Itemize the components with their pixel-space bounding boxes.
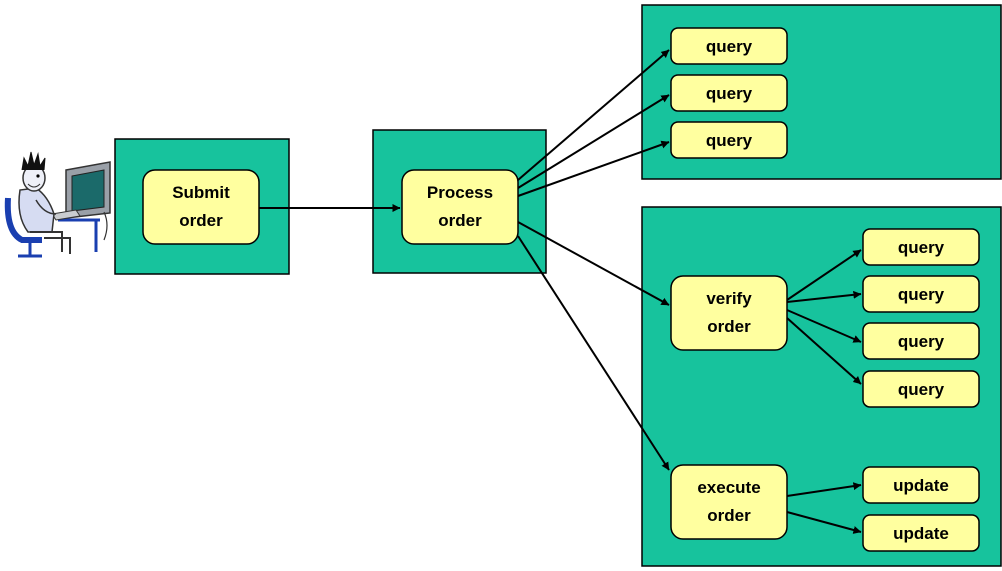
query-label: query — [706, 84, 753, 103]
query-label: query — [898, 380, 945, 399]
execute-order-node: execute order — [670, 464, 788, 540]
arrow-process-to-query — [517, 94, 670, 189]
query-label: query — [706, 37, 753, 56]
arrow-process-to-verify — [517, 221, 670, 306]
query-node: query — [670, 27, 788, 65]
verify-order-node: verify order — [670, 275, 788, 351]
arrow-verify-to-query — [786, 309, 862, 343]
execute-order-line2: order — [707, 506, 751, 525]
query-node: query — [862, 322, 980, 360]
verify-order-line1: verify — [706, 289, 752, 308]
arrow-execute-to-update — [786, 511, 862, 534]
arrow-verify-to-query — [786, 317, 862, 385]
query-node: query — [862, 370, 980, 408]
query-label: query — [898, 238, 945, 257]
arrow-execute-to-update — [786, 482, 862, 497]
submit-order-line1: Submit — [172, 183, 230, 202]
submit-order-node: Submit order — [142, 169, 260, 245]
query-label: query — [898, 332, 945, 351]
process-order-node: Process order — [401, 169, 519, 245]
query-node: query — [670, 121, 788, 159]
query-node: query — [670, 74, 788, 112]
update-node: update — [862, 514, 980, 552]
submit-order-line2: order — [179, 211, 223, 230]
arrow-process-to-query — [517, 140, 670, 197]
process-order-line1: Process — [427, 183, 493, 202]
query-node: query — [862, 275, 980, 313]
edges — [259, 49, 862, 534]
query-node: query — [862, 228, 980, 266]
execute-order-line1: execute — [697, 478, 760, 497]
update-label: update — [893, 476, 949, 495]
arrow-process-to-execute — [517, 235, 670, 471]
process-order-line2: order — [438, 211, 482, 230]
arrow-process-to-query — [517, 49, 670, 181]
query-label: query — [706, 131, 753, 150]
arrow-verify-to-query — [786, 249, 862, 301]
update-label: update — [893, 524, 949, 543]
verify-order-line2: order — [707, 317, 751, 336]
arrow-verify-to-query — [786, 290, 862, 303]
update-node: update — [862, 466, 980, 504]
user-at-computer-icon — [4, 151, 111, 258]
query-label: query — [898, 285, 945, 304]
